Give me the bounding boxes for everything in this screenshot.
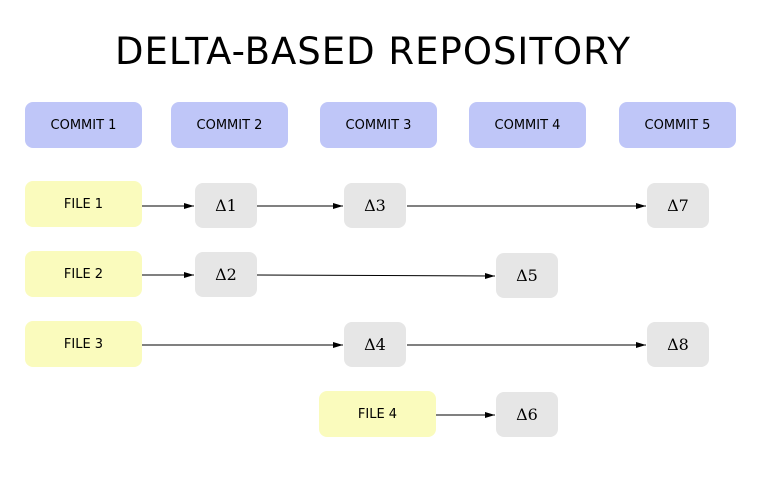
delta-1: Δ1	[195, 183, 257, 228]
arrow-delta2-delta5	[256, 272, 496, 279]
commit-3: COMMIT 3	[320, 102, 437, 148]
delta-5: Δ5	[496, 253, 558, 298]
file-3: FILE 3	[25, 321, 142, 367]
file-2: FILE 2	[25, 251, 142, 297]
delta-4: Δ4	[344, 322, 406, 367]
delta-2: Δ2	[195, 252, 257, 297]
commit-2: COMMIT 2	[171, 102, 288, 148]
diagram-title: DELTA-BASED REPOSITORY	[114, 30, 632, 73]
delta-3: Δ3	[344, 183, 406, 228]
commit-4: COMMIT 4	[469, 102, 586, 148]
commit-1: COMMIT 1	[25, 102, 142, 148]
delta-8: Δ8	[647, 322, 709, 367]
delta-6: Δ6	[496, 392, 558, 437]
commit-5: COMMIT 5	[619, 102, 736, 148]
delta-7: Δ7	[647, 183, 709, 228]
file-1: FILE 1	[25, 181, 142, 227]
file-4: FILE 4	[319, 391, 436, 437]
